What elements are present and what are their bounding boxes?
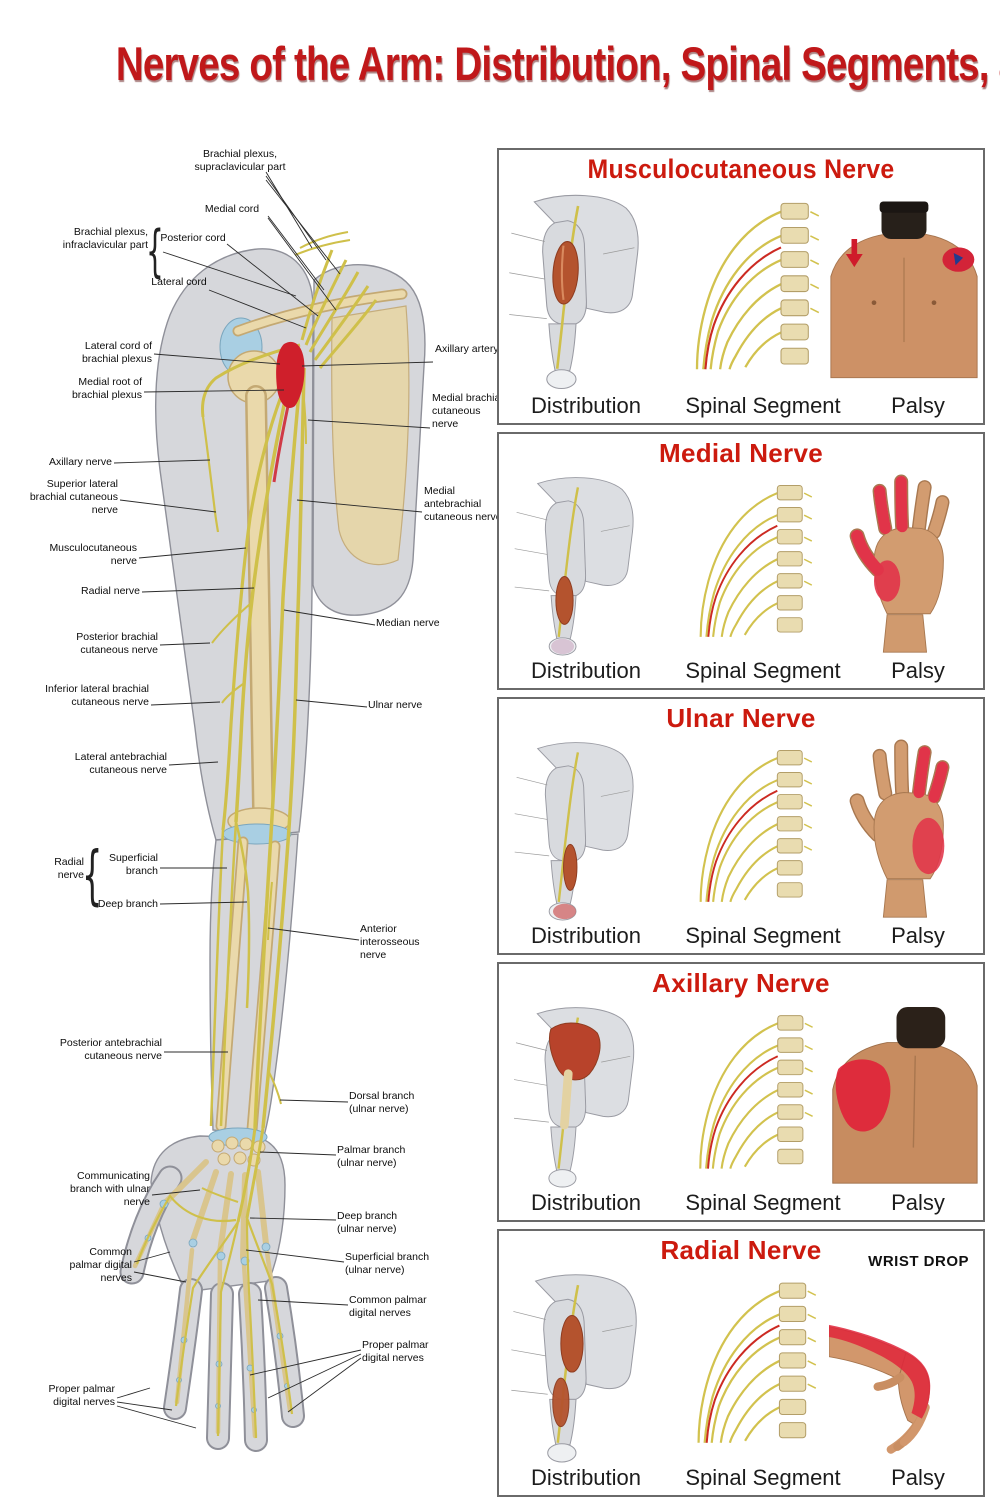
label-deep-branch: Deep branch (97, 898, 158, 910)
label-posterior-antebrachial-cutaneous-nerve: Posterior antebrachial cutaneous nerve (59, 1037, 162, 1063)
spinal-segment-figure (699, 484, 813, 638)
panel-figures (503, 190, 979, 391)
col-label-spinal-segment: Spinal Segment (685, 923, 841, 948)
brace-radial-nerve: { (82, 839, 103, 913)
arm-overview-diagram: Brachial plexus, supraclavicular part Me… (0, 140, 503, 1500)
col-label-spinal-segment: Spinal Segment (685, 1190, 841, 1215)
panel-figures (503, 739, 979, 921)
label-superficial-branch: Superficial branch (108, 852, 158, 878)
col-label-distribution: Distribution (530, 1190, 642, 1215)
wrist-drop-label: WRIST DROP (868, 1253, 969, 1270)
label-anterior-interosseous-nerve: Anterior interosseous nerve (360, 923, 420, 962)
label-medial-cord: Medial cord (204, 203, 260, 215)
scapula-bone (331, 305, 410, 566)
page-title-text: Nerves of the Arm: Distribution, Spinal … (115, 37, 1000, 90)
palsy-figure (830, 201, 978, 379)
arm-illustration (113, 171, 434, 1452)
label-deep-branch-ulnar: Deep branch (ulnar nerve) (337, 1210, 398, 1236)
leader-lines (113, 171, 434, 1429)
label-common-palmar-digital-nerves-right: Common palmar digital nerves (349, 1294, 427, 1320)
brace-infraclavicular: { (146, 219, 164, 284)
panel-figures (503, 1271, 979, 1463)
label-median-nerve: Median nerve (376, 617, 440, 629)
col-label-palsy: Palsy (891, 393, 945, 418)
label-inferior-lateral-brachial-cutaneous-nerve: Inferior lateral brachial cutaneous nerv… (45, 683, 149, 709)
col-label-distribution: Distribution (530, 393, 642, 418)
distribution-figure (512, 1006, 635, 1188)
palsy-figure (832, 1006, 978, 1184)
label-posterior-brachial-cutaneous-nerve: Posterior brachial cutaneous nerve (76, 631, 158, 657)
col-label-distribution: Distribution (530, 1465, 642, 1490)
label-brachial-plexus-supraclavicular: Brachial plexus, supraclavicular part (194, 148, 286, 174)
label-common-palmar-digital-nerves-left: Common palmar digital nerves (69, 1246, 132, 1285)
label-superficial-branch-ulnar: Superficial branch (ulnar nerve) (345, 1251, 430, 1277)
page-title: Nerves of the Arm: Distribution, Spinal … (0, 36, 1000, 91)
label-palmar-branch-ulnar: Palmar branch (ulnar nerve) (337, 1144, 406, 1170)
panel-title: Axillary Nerve (652, 968, 830, 998)
distribution-figure (507, 194, 640, 390)
col-label-distribution: Distribution (530, 658, 642, 683)
axillary-artery (272, 341, 305, 483)
label-brachial-plexus-infraclavicular: Brachial plexus, infraclavicular part (62, 226, 148, 252)
label-dorsal-branch-ulnar: Dorsal branch (ulnar nerve) (349, 1090, 415, 1116)
panel-figures (503, 474, 979, 656)
panel-title: Radial Nerve (660, 1235, 822, 1265)
palsy-figure (829, 1324, 931, 1454)
spinal-segment-figure (699, 749, 813, 903)
panel-medial-nerve: Medial Nerve Distribution Spin (497, 432, 985, 690)
nerve-panels: Musculocutaneous Nerve (497, 148, 985, 1497)
label-proper-palmar-digital-nerves-right: Proper palmar digital nerves (362, 1339, 429, 1365)
col-label-spinal-segment: Spinal Segment (685, 1465, 841, 1490)
label-medial-antebrachial-cutaneous-nerve: Medial antebrachial cutaneous nerve (424, 485, 502, 524)
col-label-palsy: Palsy (891, 1190, 945, 1215)
label-proper-palmar-digital-nerves-left: Proper palmar digital nerves (48, 1383, 115, 1409)
panel-title: Medial Nerve (658, 438, 823, 468)
label-lateral-cord-of-brachial-plexus: Lateral cord of brachial plexus (81, 340, 152, 366)
col-label-spinal-segment: Spinal Segment (685, 658, 841, 683)
palsy-figure (829, 474, 979, 656)
panel-radial-nerve: Radial Nerve WRIST DROP (497, 1229, 985, 1497)
panel-title: Musculocutaneous Nerve (587, 154, 895, 184)
label-musculocutaneous-nerve: Musculocutaneous nerve (49, 542, 137, 568)
label-radial-nerve: Radial nerve (81, 585, 140, 597)
panel-ulnar-nerve: Ulnar Nerve Distribution Spinal Segment (497, 697, 985, 955)
label-radial-nerve-branches: Radial nerve (54, 856, 84, 882)
panel-musculocutaneous-nerve: Musculocutaneous Nerve (497, 148, 985, 425)
palsy-figure (829, 739, 979, 921)
label-lateral-cord: Lateral cord (151, 276, 207, 288)
panel-axillary-nerve: Axillary Nerve Distribution Sp (497, 962, 985, 1222)
spinal-segment-figure (695, 202, 820, 371)
col-label-palsy: Palsy (891, 923, 945, 948)
panel-title: Ulnar Nerve (666, 703, 816, 733)
spinal-segment-figure (697, 1282, 817, 1444)
col-label-palsy: Palsy (891, 1465, 945, 1490)
panel-figures (503, 1004, 979, 1188)
label-posterior-cord: Posterior cord (160, 232, 226, 244)
label-medial-brachial-cutaneous-nerve: Medial brachial cutaneous nerve (432, 392, 503, 431)
label-ulnar-nerve: Ulnar nerve (368, 699, 423, 711)
col-label-distribution: Distribution (530, 923, 642, 948)
label-superior-lateral-brachial-cutaneous-nerve: Superior lateral brachial cutaneous nerv… (29, 478, 118, 517)
label-lateral-antebrachial-cutaneous-nerve: Lateral antebrachial cutaneous nerve (74, 751, 167, 777)
distribution-figure (513, 476, 635, 656)
label-axillary-artery: Axillary artery (435, 343, 499, 355)
col-label-palsy: Palsy (891, 658, 945, 683)
label-medial-root-of-brachial-plexus: Medial root of brachial plexus (71, 376, 142, 402)
red-arrow-icon (845, 238, 863, 268)
spinal-segment-figure (699, 1014, 814, 1170)
label-communicating-branch-with-ulnar-nerve: Communicating branch with ulnar nerve (70, 1170, 150, 1209)
distribution-figure (510, 1273, 638, 1463)
distribution-figure (513, 741, 635, 921)
label-axillary-nerve: Axillary nerve (48, 456, 112, 468)
col-label-spinal-segment: Spinal Segment (685, 393, 841, 418)
blue-arrow-icon (953, 253, 964, 266)
